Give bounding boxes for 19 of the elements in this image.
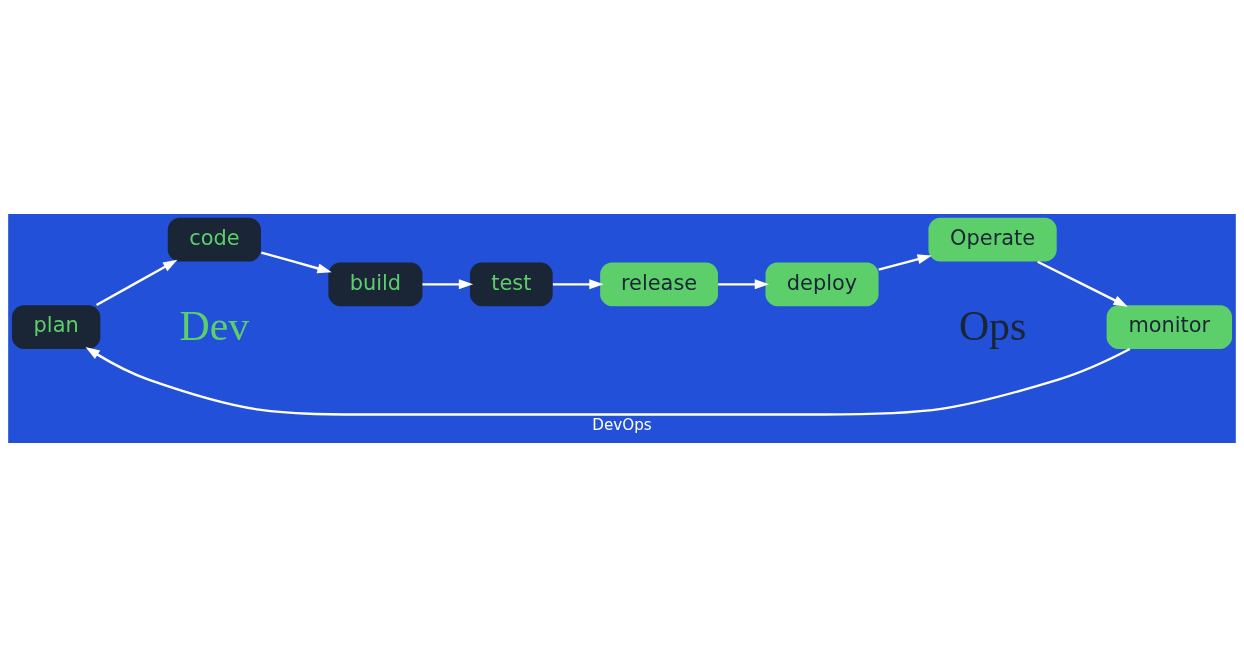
node-box: code (167, 217, 261, 261)
node-box: build (328, 261, 423, 306)
arrow (95, 259, 178, 306)
label: Dev (179, 302, 250, 349)
caption: DevOps (592, 415, 652, 434)
arrow (261, 250, 332, 273)
node-box: Operate (928, 217, 1057, 261)
node-box: deploy (765, 261, 879, 306)
node-box: monitor (1106, 304, 1233, 349)
arrow (878, 253, 932, 271)
arrow (1037, 260, 1128, 307)
arrow (85, 346, 1131, 416)
arrow (422, 278, 474, 289)
arrow (718, 278, 770, 289)
label: Ops (958, 302, 1027, 349)
arrow (552, 278, 604, 289)
node-box: test (469, 261, 553, 306)
node-box: plan (11, 304, 101, 349)
node-box: release (600, 261, 718, 306)
